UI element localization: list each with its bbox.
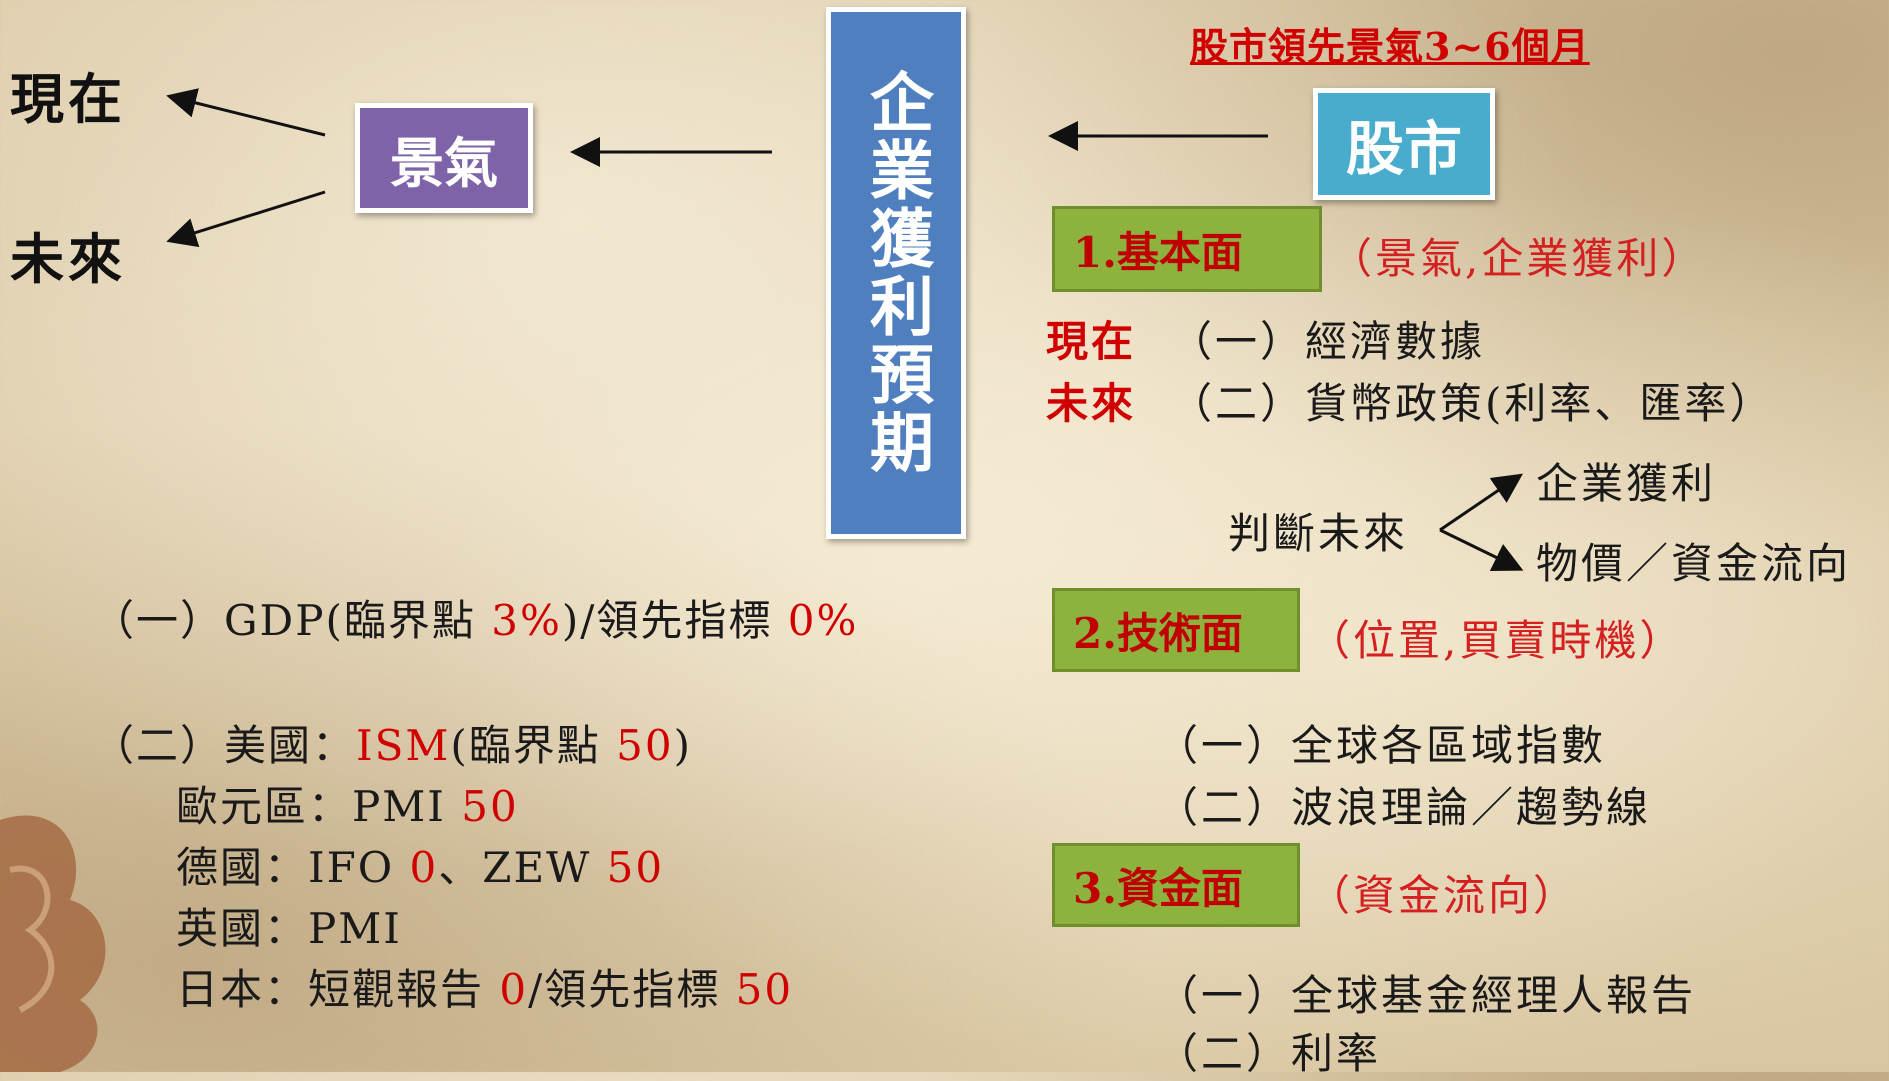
tankan-value: 0 (499, 965, 529, 1014)
gdp-leading-text: )/領先指標 (561, 596, 788, 645)
capital-note: （資金流向） (1308, 871, 1579, 920)
gdp-threshold-value: 3% (491, 596, 562, 645)
future-label: 未來 (10, 227, 126, 291)
earnings-expectation-label: 企業獲利預期 (859, 69, 934, 477)
branch-earnings: 企業獲利 (1536, 459, 1717, 508)
jp-leading-text: /領先指標 (528, 965, 736, 1014)
future-red-label: 未來 (1046, 379, 1137, 428)
jp-text: 日本：短觀報告 (176, 965, 500, 1014)
fund-manager-report-item: （一）全球基金經理人報告 (1156, 971, 1697, 1020)
earnings-expectation-box: 企業獲利預期 (826, 7, 966, 539)
eu-text: 歐元區：PMI (176, 782, 462, 831)
technical-note: （位置,買賣時機） (1308, 616, 1685, 665)
regional-index-item: （一）全球各區域指數 (1156, 721, 1607, 770)
decorative-flourish (0, 815, 106, 1072)
jp-indicator-line: 日本：短觀報告 0/領先指標 50 (176, 959, 793, 1021)
fundamental-box: 1.基本面 (1052, 206, 1322, 292)
ism-threshold-value: 50 (616, 721, 674, 770)
gdp-indicator-line: （一）GDP(臨界點 3%)/領先指標 0% (92, 590, 858, 652)
stock-market-box: 股市 (1313, 88, 1495, 200)
eu-indicator-line: 歐元區：PMI 50 (176, 776, 519, 838)
capital-box: 3.資金面 (1052, 843, 1300, 927)
judge-future-label: 判斷未來 (1228, 509, 1409, 558)
technical-box: 2.技術面 (1052, 588, 1300, 672)
jp-leading-value: 50 (735, 965, 794, 1014)
de-text: 德國：IFO (176, 843, 410, 892)
branch-price-capital: 物價／資金流向 (1536, 539, 1852, 588)
wave-theory-item: （二）波浪理論／趨勢線 (1156, 783, 1652, 832)
zew-text: 、ZEW (438, 843, 607, 892)
arrow-judge-to-price (1439, 528, 1524, 571)
fundamental-note: （景氣,企業獲利） (1330, 234, 1707, 283)
arrow-judge-to-earnings (1439, 473, 1523, 532)
us-text: （二）美國： (92, 721, 357, 770)
us-close-paren: ) (673, 721, 692, 770)
de-indicator-line: 德國：IFO 0、ZEW 50 (176, 837, 664, 899)
market-lead-header: 股市領先景氣3~6個月 (1190, 24, 1590, 69)
economic-data-item: （一）經濟數據 (1170, 317, 1486, 366)
arrow-economy-to-future (166, 190, 326, 248)
us-threshold-text: (臨界點 (450, 721, 617, 770)
ifo-value: 0 (409, 843, 439, 892)
economy-box: 景氣 (355, 103, 533, 213)
gdp-text: （一）GDP(臨界點 (92, 596, 492, 645)
gdp-leading-value: 0% (787, 596, 859, 645)
ism-label: ISM (356, 721, 451, 770)
arrow-economy-to-now (166, 88, 326, 137)
uk-indicator-line: 英國：PMI (176, 898, 402, 960)
uk-text: 英國：PMI (176, 904, 402, 953)
now-label: 現在 (10, 67, 126, 131)
eu-pmi-value: 50 (461, 782, 519, 831)
monetary-policy-item: （二）貨幣政策(利率、匯率） (1170, 379, 1775, 428)
us-indicator-line: （二）美國：ISM(臨界點 50) (92, 715, 692, 777)
now-red-label: 現在 (1046, 317, 1137, 366)
interest-rate-item: （二）利率 (1156, 1029, 1382, 1078)
zew-value: 50 (606, 843, 665, 892)
